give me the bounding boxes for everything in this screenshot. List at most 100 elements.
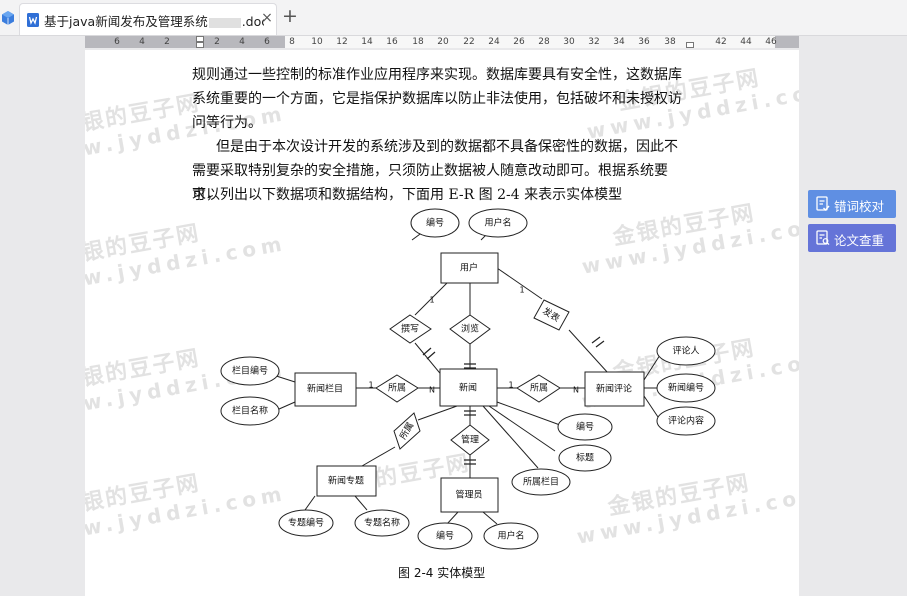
cardinality-mark	[464, 459, 476, 465]
entity-news-box	[439, 368, 498, 407]
ruler-tick-label: 26	[513, 37, 525, 47]
text-line: 但是由于本次设计开发的系统涉及到的数据都不具备保密性的数据，因此不	[216, 139, 678, 155]
relation-belong2-label: 所属	[530, 383, 548, 394]
ruler-tick-label: 24	[488, 37, 500, 47]
connector	[482, 511, 498, 525]
cardinality-label: 1	[368, 381, 373, 390]
entity-comment-box	[584, 371, 645, 407]
ruler-tick-label: 10	[311, 37, 323, 47]
document-search-icon	[816, 230, 830, 246]
cardinality-label: 1	[429, 296, 434, 305]
attr-comment-content-label: 评论内容	[668, 415, 704, 427]
ruler-tick-label: 34	[613, 37, 625, 47]
relation-belong3-diamond	[393, 412, 421, 450]
plagiarism-check-button[interactable]: 论文查重	[808, 224, 896, 252]
cardinality-label: N	[429, 386, 435, 395]
document-check-icon	[816, 196, 830, 212]
ruler-tick-label: 18	[412, 37, 424, 47]
attr-user-id-ellipse	[410, 208, 460, 238]
cardinality-mark	[464, 363, 476, 369]
er-diagram: 用户 新闻 新闻栏目 新闻评论 新闻专题 管理员 撰写 浏览 发表 所属 所属 …	[220, 208, 716, 550]
cardinality-mark	[591, 336, 605, 348]
relation-manage-diamond	[450, 424, 490, 456]
ruler-tick-label: 32	[588, 37, 600, 47]
document-page[interactable]: 金银的豆子网 www.jyddzi.com 金银的豆子网 www.jyddzi.…	[85, 50, 799, 596]
first-line-indent-marker[interactable]	[196, 36, 204, 42]
attr-title-label: 标题	[576, 452, 594, 464]
attr-commenter-label: 评论人	[672, 345, 699, 357]
connector	[496, 401, 561, 426]
connector	[482, 405, 539, 469]
relation-publish-diamond	[533, 299, 570, 331]
attr-news-id2-label: 编号	[576, 421, 594, 433]
ruler-tick-label: 8	[289, 37, 295, 47]
ruler-tick-label: 14	[361, 37, 373, 47]
attr-comment-content-ellipse	[656, 406, 716, 436]
figure-caption: 图 2-4 实体模型	[398, 566, 486, 580]
ruler-tick-label: 46	[765, 37, 777, 47]
ruler-tick-label: 2	[164, 37, 170, 47]
attr-admin-id-label: 编号	[436, 530, 454, 542]
attr-column-id-ellipse	[220, 356, 280, 386]
text-line: 需要采取特别复杂的安全措施，只须防止数据被人随意改动即可。根据系统要求，	[192, 163, 668, 203]
app-cube-icon[interactable]	[0, 10, 16, 26]
attr-user-name-label: 用户名	[484, 217, 511, 229]
attr-topic-id-label: 专题编号	[288, 517, 324, 529]
entity-topic-label: 新闻专题	[328, 475, 364, 487]
connector	[496, 267, 543, 300]
attr-news-id-ellipse	[656, 373, 716, 403]
relation-manage-label: 管理	[461, 434, 479, 446]
plagiarism-check-label: 论文查重	[834, 233, 885, 248]
attr-admin-name-ellipse	[483, 522, 539, 550]
ruler-tick-label: 16	[386, 37, 398, 47]
entity-comment-label: 新闻评论	[596, 383, 632, 395]
entity-column-label: 新闻栏目	[307, 383, 343, 395]
connector	[417, 405, 458, 421]
cardinality-label: 1	[508, 381, 513, 390]
entity-column-box	[294, 372, 357, 407]
attr-news-column-label: 所属栏目	[523, 476, 559, 488]
connector	[304, 495, 316, 511]
ruler-tick-label: 44	[740, 37, 752, 47]
new-tab-button[interactable]: +	[282, 5, 298, 27]
ruler-tick-label: 4	[239, 37, 245, 47]
right-indent-marker[interactable]	[686, 42, 694, 48]
connector	[354, 495, 368, 511]
tab-bar: 基于java新闻发布及管理系统.doc × +	[0, 0, 907, 36]
cardinality-mark	[464, 410, 476, 416]
left-indent-marker[interactable]	[196, 42, 204, 48]
word-document-icon	[27, 13, 39, 27]
relation-browse-diamond	[449, 314, 491, 345]
ruler-tick-label: 6	[114, 37, 120, 47]
cardinality-label: 1	[519, 286, 524, 295]
connector	[446, 511, 459, 525]
entity-user-box	[440, 252, 499, 284]
ruler-tick-label: 28	[538, 37, 550, 47]
connector	[488, 405, 556, 452]
attr-topic-id-ellipse	[278, 509, 334, 537]
typo-check-button[interactable]: 错词校对	[808, 190, 896, 218]
ruler-tick-label: 30	[563, 37, 575, 47]
attr-news-id2-ellipse	[557, 413, 613, 441]
cardinality-label: N	[573, 386, 579, 395]
document-tab[interactable]: 基于java新闻发布及管理系统.doc ×	[19, 3, 277, 35]
attr-user-id-label: 编号	[426, 217, 444, 229]
attr-admin-name-label: 用户名	[497, 530, 524, 542]
attr-column-id-label: 栏目编号	[232, 365, 268, 377]
attr-title-ellipse	[558, 444, 612, 472]
text-line: 规则通过一些控制的标准作业应用程序来实现。数据库要具有安全性，这数据库	[192, 67, 682, 83]
ruler-tick-label: 36	[638, 37, 650, 47]
redacted-block	[208, 17, 241, 28]
ruler-text-area	[285, 36, 775, 48]
ruler-tick-label: 2	[214, 37, 220, 47]
relation-browse-label: 浏览	[461, 323, 479, 335]
ruler-tick-label: 6	[264, 37, 270, 47]
ruler-tick-label: 42	[715, 37, 727, 47]
text-line: 系统重要的一个方面，它是指保护数据库以防止非法使用，包括破坏和未授权访	[192, 91, 682, 107]
close-tab-icon[interactable]: ×	[261, 10, 273, 26]
attr-topic-name-ellipse	[354, 509, 410, 537]
ruler-tick-label: 20	[437, 37, 449, 47]
connector	[643, 395, 661, 421]
ruler-tick-label: 12	[336, 37, 348, 47]
